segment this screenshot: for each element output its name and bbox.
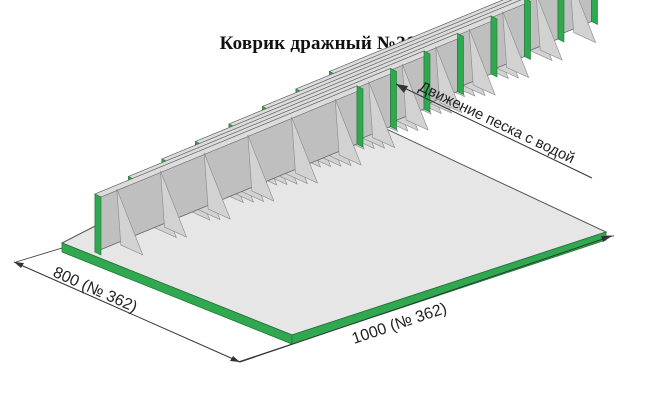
diagram-title: Коврик дражный №362 bbox=[219, 33, 426, 54]
width-arrowhead-left bbox=[14, 262, 24, 268]
flow-direction-line bbox=[395, 83, 593, 179]
flow-direction-arrowhead bbox=[396, 84, 408, 93]
rib-gusset bbox=[368, 81, 396, 149]
ribs-group bbox=[94, 0, 598, 256]
width-extension-line-a bbox=[15, 247, 63, 263]
width-arrowhead-right bbox=[230, 356, 240, 362]
rib-back-end-green bbox=[557, 0, 565, 43]
rib-gusset bbox=[468, 28, 496, 96]
length-dimension-line bbox=[239, 235, 613, 363]
length-arrowhead-right bbox=[601, 236, 612, 242]
rib-back-end-green bbox=[423, 50, 431, 113]
rib-gusset bbox=[160, 170, 188, 238]
rib-gusset bbox=[203, 152, 231, 220]
rib-gusset bbox=[536, 0, 563, 61]
rib-front-end-green bbox=[94, 193, 102, 256]
rib-back-end-green bbox=[490, 15, 498, 78]
rib-gusset bbox=[334, 98, 362, 166]
width-dimension-line bbox=[13, 261, 241, 363]
rib-back-end-green bbox=[356, 85, 364, 148]
rib-back-end-green bbox=[390, 68, 397, 130]
rib-back-end-green bbox=[591, 0, 598, 25]
rib-gusset bbox=[502, 11, 530, 79]
rib-back-end-green bbox=[524, 0, 531, 60]
rib-gusset bbox=[435, 46, 463, 114]
rib-back-end-green bbox=[457, 33, 464, 95]
rib-gusset bbox=[571, 0, 597, 44]
rib-gusset bbox=[247, 134, 275, 202]
rib-gusset bbox=[116, 188, 144, 256]
rib-gusset bbox=[291, 116, 319, 184]
